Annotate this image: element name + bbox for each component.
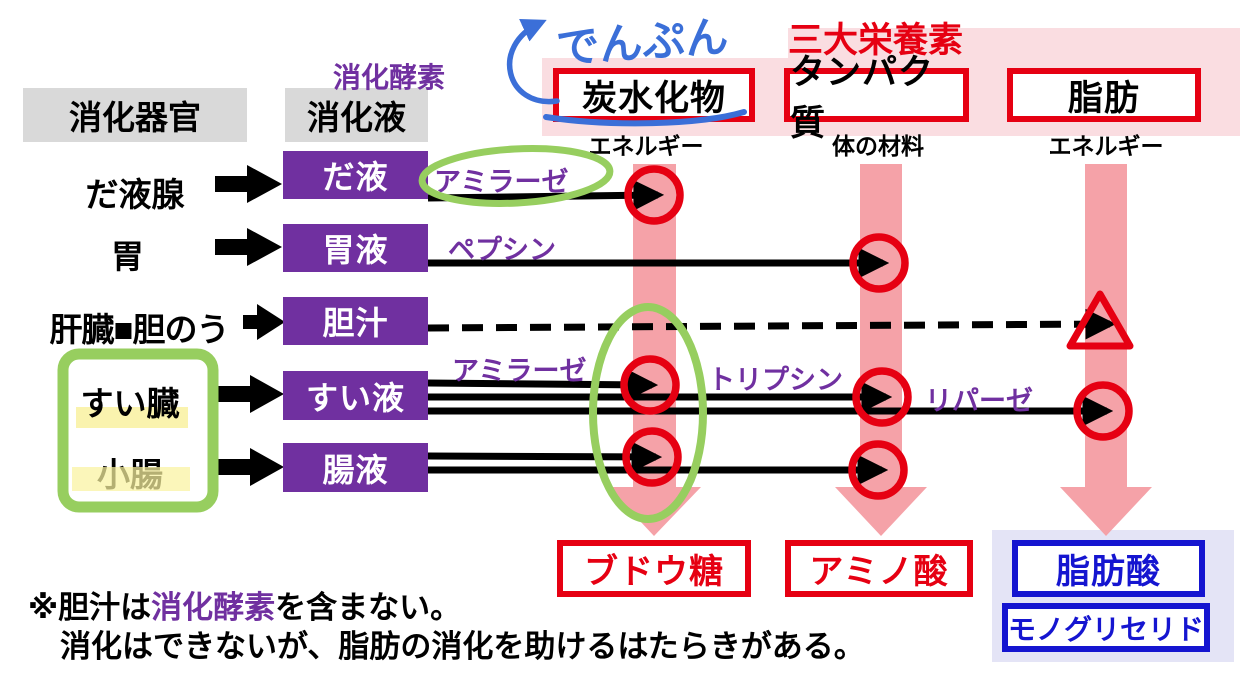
organ-column-header: 消化器官 xyxy=(23,88,247,142)
organ-liver-gallbladder: 肝臓■胆のう xyxy=(49,311,230,348)
bile-fat-triangle xyxy=(1066,290,1134,350)
arrow-salivary xyxy=(215,165,282,203)
line-pancreatic-carb xyxy=(427,369,659,401)
nutrient-box-fat: 脂肪 xyxy=(1007,68,1201,122)
line-bile-fat-dashed xyxy=(427,308,1117,340)
fluid-box-saliva: だ液 xyxy=(283,151,428,199)
product-box-fatty-acid: 脂肪酸 xyxy=(1012,540,1205,597)
arrow-pancreas xyxy=(218,375,284,413)
note-enzyme-highlight: 消化酵素 xyxy=(151,590,276,625)
organ-pancreas: すい臓 xyxy=(80,385,180,422)
starch-handwriting: でんぷん xyxy=(554,13,730,73)
enzyme-amylase-saliva: アミラーゼ xyxy=(434,167,569,197)
nutrient-box-carbohydrate: 炭水化物 xyxy=(553,68,755,122)
note-suffix: を含まない。 xyxy=(275,590,462,625)
digestion-point-circles xyxy=(620,165,1133,500)
arrow-liver xyxy=(243,304,285,340)
fluid-box-pancreatic-juice: すい液 xyxy=(283,371,428,420)
top-title: 三大栄養素 xyxy=(788,21,964,60)
carb-sublabel: エネルギー xyxy=(588,133,704,159)
intestine-highlight-marker xyxy=(72,467,190,491)
fat-sublabel: エネルギー xyxy=(1048,133,1164,159)
circle-pancreatic-protein xyxy=(852,367,912,427)
nutrient-box-protein: タンパク質 xyxy=(784,53,969,143)
product-box-amino-acid: アミノ酸 xyxy=(785,540,973,597)
circle-pancreatic-carb xyxy=(620,355,680,415)
fluid-column-header: 消化液 xyxy=(285,88,428,142)
bile-note-line2: 消化はできないが、脂肪の消化を助けるはたらきがある。 xyxy=(60,629,865,664)
line-intestinal-carb xyxy=(427,441,663,473)
bile-note-line1: ※胆汁は消化酵素を含まない。 xyxy=(28,582,461,627)
pancreas-highlight-marker xyxy=(76,407,188,428)
organ-stomach: 胃 xyxy=(111,238,144,275)
arrow-intestine xyxy=(218,448,284,486)
green-bracket-pancreas-intestine xyxy=(57,348,219,513)
product-box-monoglyceride: モノグリセリド xyxy=(1002,603,1210,652)
protein-flow-arrow xyxy=(835,164,927,536)
note-prefix: ※胆汁は xyxy=(28,590,152,625)
product-box-glucose: ブドウ糖 xyxy=(557,540,751,597)
circle-intestinal-protein xyxy=(848,440,908,500)
arrow-stomach xyxy=(215,228,282,266)
enzyme-pepsin: ペプシン xyxy=(448,235,556,265)
organ-to-fluid-arrows xyxy=(215,165,285,486)
fluid-box-gastric-juice: 胃液 xyxy=(283,224,428,272)
enzyme-lipase: リパーゼ xyxy=(925,386,1033,416)
circle-gastric-protein xyxy=(849,233,909,293)
organ-salivary-gland: だ液腺 xyxy=(85,176,185,213)
fat-flow-arrow xyxy=(1060,164,1152,536)
fluid-box-intestinal-juice: 腸液 xyxy=(283,443,428,492)
fluid-box-bile: 胆汁 xyxy=(283,297,428,345)
enzyme-column-header: 消化酵素 xyxy=(333,62,446,93)
enzyme-trypsin: トリプシン xyxy=(708,365,843,395)
green-oval-carb-circles xyxy=(589,303,707,523)
circle-intestinal-carb xyxy=(622,427,682,487)
circle-pancreatic-fat xyxy=(1073,381,1133,441)
circle-saliva-carb xyxy=(624,165,684,225)
enzyme-amylase-pancreatic: アミラーゼ xyxy=(452,356,587,386)
protein-sublabel: 体の材料 xyxy=(832,133,924,159)
